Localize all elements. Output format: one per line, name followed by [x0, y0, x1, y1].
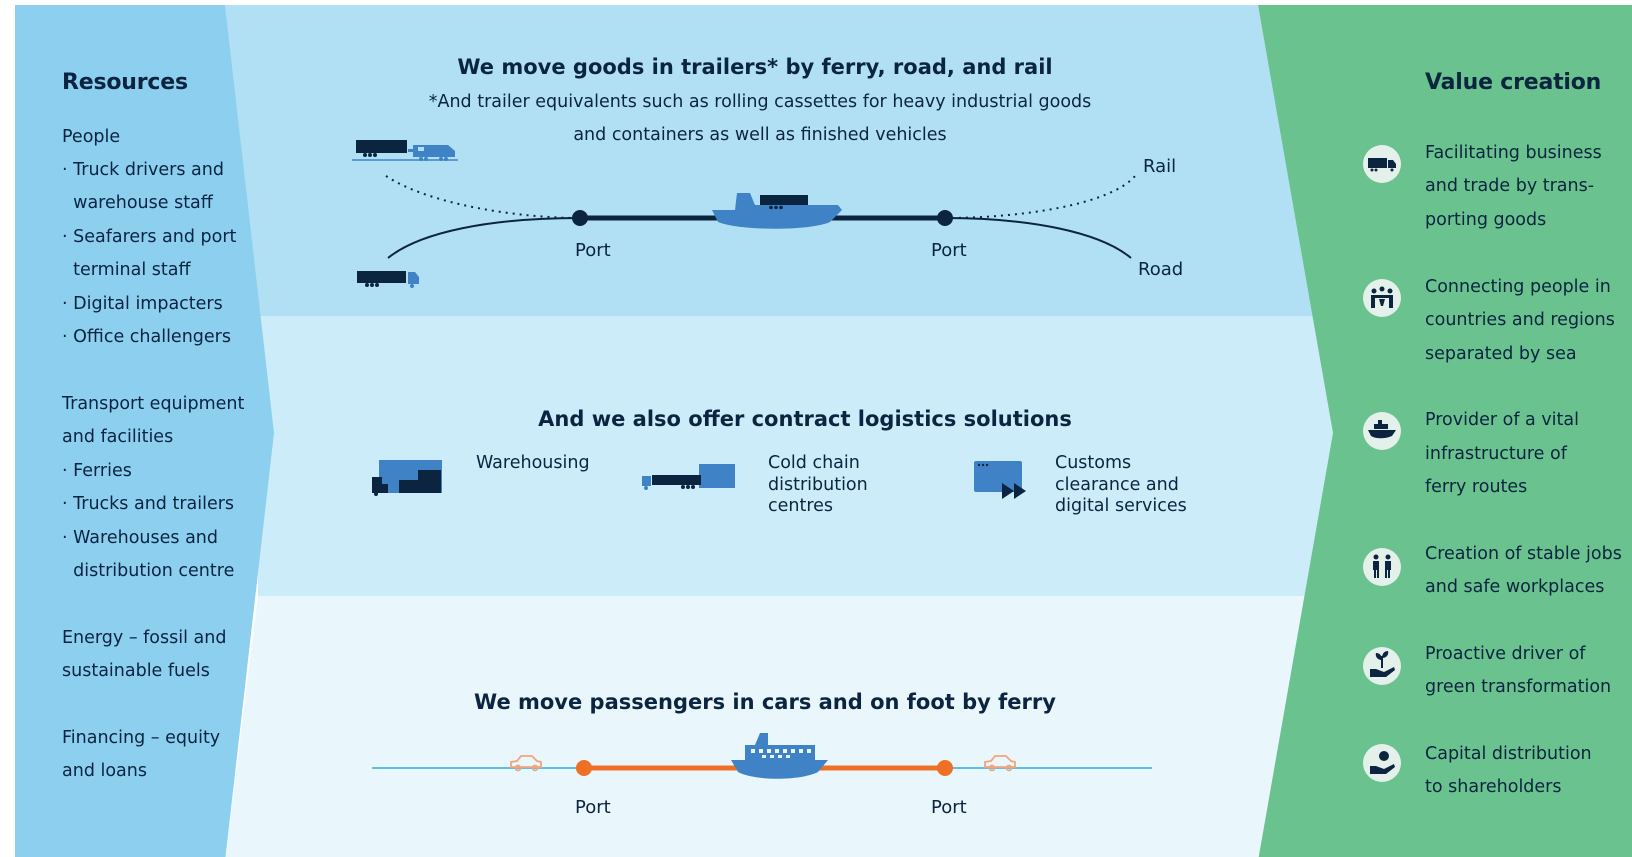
resource-category: People [62, 127, 121, 147]
ferry-icon [1363, 412, 1401, 450]
passenger-ferry-icon [731, 733, 828, 779]
port-label-left: Port [575, 240, 611, 261]
value-item-line: ferry routes [1425, 477, 1528, 497]
resources-title: Resources [62, 70, 188, 95]
cargo-ferry-icon [712, 193, 842, 229]
top-band [225, 5, 1313, 316]
value-item-line: Proactive driver of [1425, 644, 1586, 664]
port-label-right: Port [931, 240, 967, 261]
resource-category: Energy – fossil and [62, 628, 227, 648]
resource-category: Financing – equity [62, 728, 221, 748]
value-item-line: Capital distribution [1425, 744, 1592, 764]
value-item-line: and trade by trans- [1425, 176, 1595, 196]
truck-icon [357, 271, 419, 288]
passenger-title: We move passengers in cars and on foot b… [474, 690, 1056, 714]
resource-item: warehouse staff [62, 193, 213, 213]
resource-item: · Office challengers [62, 327, 231, 347]
port-node-right [937, 760, 953, 776]
resource-item: · Ferries [62, 461, 132, 481]
road-label: Road [1138, 259, 1184, 280]
service-label-cold-chain: Cold chain distribution centres [768, 453, 868, 516]
resource-item: · Trucks and trailers [62, 494, 235, 514]
service-label-warehousing: Warehousing [476, 453, 590, 473]
value-item-line: porting goods [1425, 210, 1547, 230]
value-item-line: Connecting people in [1425, 277, 1611, 297]
value-item-line: countries and regions [1425, 310, 1615, 330]
value-item-line: Creation of stable jobs [1425, 544, 1622, 564]
value-item-line: separated by sea [1425, 344, 1577, 364]
customs-digital-icon [974, 461, 1026, 499]
value-item-line: Facilitating business [1425, 143, 1602, 163]
road-route-right [944, 217, 1132, 259]
freight-note-line-2: and containers as well as finished vehic… [573, 125, 947, 145]
resource-item: terminal staff [62, 260, 191, 280]
value-item-line: infrastructure of [1425, 444, 1567, 464]
resource-category: sustainable fuels [62, 661, 210, 681]
money-in-hand-icon [1363, 744, 1401, 782]
freight-note-line-1: *And trailer equivalents such as rolling… [428, 92, 1092, 112]
car-icon [510, 755, 542, 772]
resource-category: and facilities [62, 427, 174, 447]
plant-in-hand-icon [1363, 647, 1401, 685]
port-node-left [576, 760, 592, 776]
resources-panel [15, 5, 274, 857]
port-node-left [572, 210, 588, 226]
car-icon [984, 755, 1016, 772]
warehouse-icon [372, 460, 442, 496]
resource-item: · Seafarers and port [62, 227, 237, 247]
logistics-title: And we also offer contract logistics sol… [538, 407, 1072, 431]
top-margin [0, 0, 1632, 5]
resource-item: distribution centre [62, 561, 235, 581]
resource-item: · Digital impacters [62, 294, 223, 314]
value-item-line: and safe workplaces [1425, 577, 1605, 597]
value-creation-title: Value creation [1425, 70, 1602, 95]
value-item-line: to shareholders [1425, 777, 1562, 797]
rail-label: Rail [1143, 156, 1177, 177]
bottom-band [225, 596, 1313, 857]
freight-title: We move goods in trailers* by ferry, roa… [457, 55, 1053, 79]
value-creation-panel [1258, 5, 1632, 857]
service-label-customs: Customs clearance and digital services [1055, 453, 1187, 516]
value-item-line: green transformation [1425, 677, 1612, 697]
resource-category: Transport equipment [62, 394, 245, 414]
road-route-left [387, 217, 581, 259]
truck-icon [1363, 145, 1401, 183]
middle-band [258, 316, 1333, 596]
rail-train-icon [352, 140, 458, 161]
workers-icon [1363, 548, 1401, 586]
resource-item: · Truck drivers and [62, 160, 224, 180]
port-label-right: Port [931, 797, 967, 818]
port-label-left: Port [575, 797, 611, 818]
value-item-line: Provider of a vital [1425, 410, 1579, 430]
port-node-right [937, 210, 953, 226]
cold-chain-truck-icon [642, 464, 735, 490]
people-meeting-icon [1363, 279, 1401, 317]
resource-category: and loans [62, 761, 147, 781]
rail-route-right [944, 175, 1136, 219]
resource-item: · Warehouses and [62, 528, 218, 548]
